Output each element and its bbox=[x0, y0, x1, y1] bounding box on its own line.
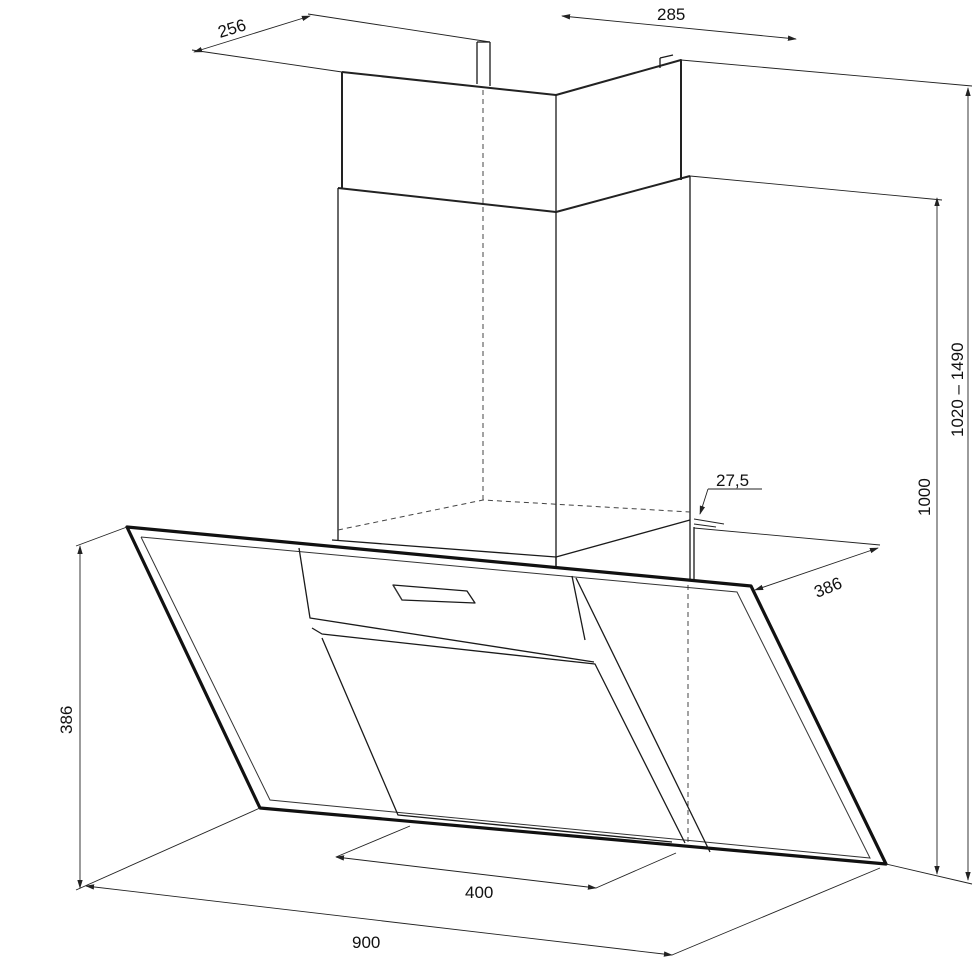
hood-height-left-label: 386 bbox=[57, 706, 76, 734]
height-total-label: 1000 bbox=[915, 478, 934, 516]
hood-width-label: 900 bbox=[352, 933, 380, 952]
height-range-label: 1020 – 1490 bbox=[948, 342, 967, 437]
glass-offset-label: 27,5 bbox=[716, 471, 749, 490]
hood-depth-side-label: 386 bbox=[811, 573, 844, 601]
chimney-depth-label: 256 bbox=[216, 15, 249, 41]
chimney-width-label: 285 bbox=[657, 5, 685, 24]
upper-chimney bbox=[341, 41, 682, 212]
lower-chimney bbox=[331, 90, 695, 845]
dimension-lines bbox=[75, 13, 973, 957]
control-width-label: 400 bbox=[465, 883, 493, 902]
glass-canopy bbox=[125, 525, 888, 866]
